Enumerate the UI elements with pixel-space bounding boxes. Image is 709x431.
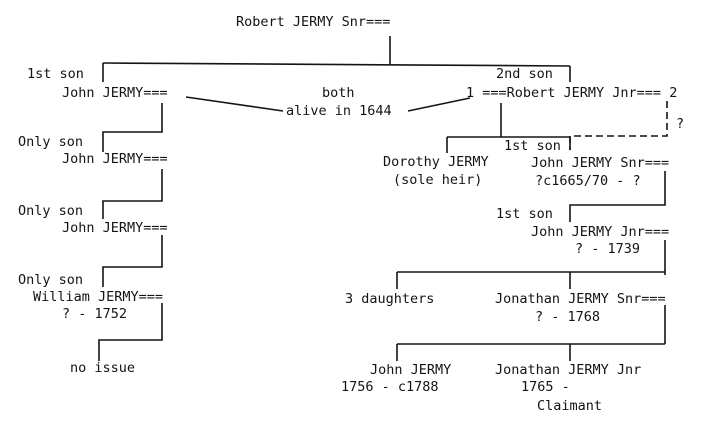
root-name: Robert JERMY Snr=== [236,14,390,30]
left-gen2-name: John JERMY=== [62,151,168,167]
daughters-label: 3 daughters [345,291,434,307]
left-gen3-name: John JERMY=== [62,220,168,236]
left-gen1-to-gen2 [102,103,163,152]
child-jonathan-jnr-note: Claimant [537,398,602,414]
left-gen3-relation: Only son [18,203,83,219]
person-labels: Robert JERMY Snr=== 1st son John JERMY==… [18,14,684,414]
right-gen4-name: Jonathan JERMY Snr=== [495,291,666,307]
left-gen3-to-gen4 [102,235,163,287]
right-gen1-relation: 2nd son [496,66,553,82]
second-marriage-dashed-line [569,101,668,150]
left-gen4-to-issue [98,303,163,361]
right-gen3-relation: 1st son [496,206,553,222]
right-gen3-dates: ? - 1739 [575,241,640,257]
left-gen2-relation: Only son [18,134,83,150]
left-gen4-relation: Only son [18,272,83,288]
child-john-dates: 1756 - c1788 [341,379,439,395]
both-alive-note-line1: both [322,85,355,101]
both-alive-line-right [407,97,471,112]
right-gen2-name: John JERMY Snr=== [531,155,669,171]
right-gen4-dates: ? - 1768 [535,309,600,325]
dorothy-name: Dorothy JERMY [383,154,489,170]
root-children-bar [102,62,571,67]
second-marriage-question-mark: ? [676,116,684,132]
child-jonathan-jnr-dates: 1765 - [521,379,570,395]
left-no-issue: no issue [70,360,135,376]
left-gen1-relation: 1st son [27,66,84,82]
connector-lines [98,36,668,361]
left-gen4-name: William JERMY=== [33,289,163,305]
left-gen4-dates: ? - 1752 [62,306,127,322]
child-jonathan-jnr-name: Jonathan JERMY Jnr [495,362,641,378]
right-gen2-relation: 1st son [504,138,561,154]
both-alive-note-line2: alive in 1644 [286,103,392,119]
right-gen2-dates: ?c1665/70 - ? [535,173,641,189]
dorothy-note: (sole heir) [393,172,482,188]
left-gen1-name: John JERMY=== [62,85,168,101]
both-alive-line-left [185,96,284,112]
right-gen3-name: John JERMY Jnr=== [531,224,669,240]
right-gen1-name: 1 ===Robert JERMY Jnr=== 2 [466,85,677,101]
left-gen2-to-gen3 [102,169,163,219]
child-john-name: John JERMY [370,362,451,378]
right-gen2-to-gen3 [569,171,666,222]
